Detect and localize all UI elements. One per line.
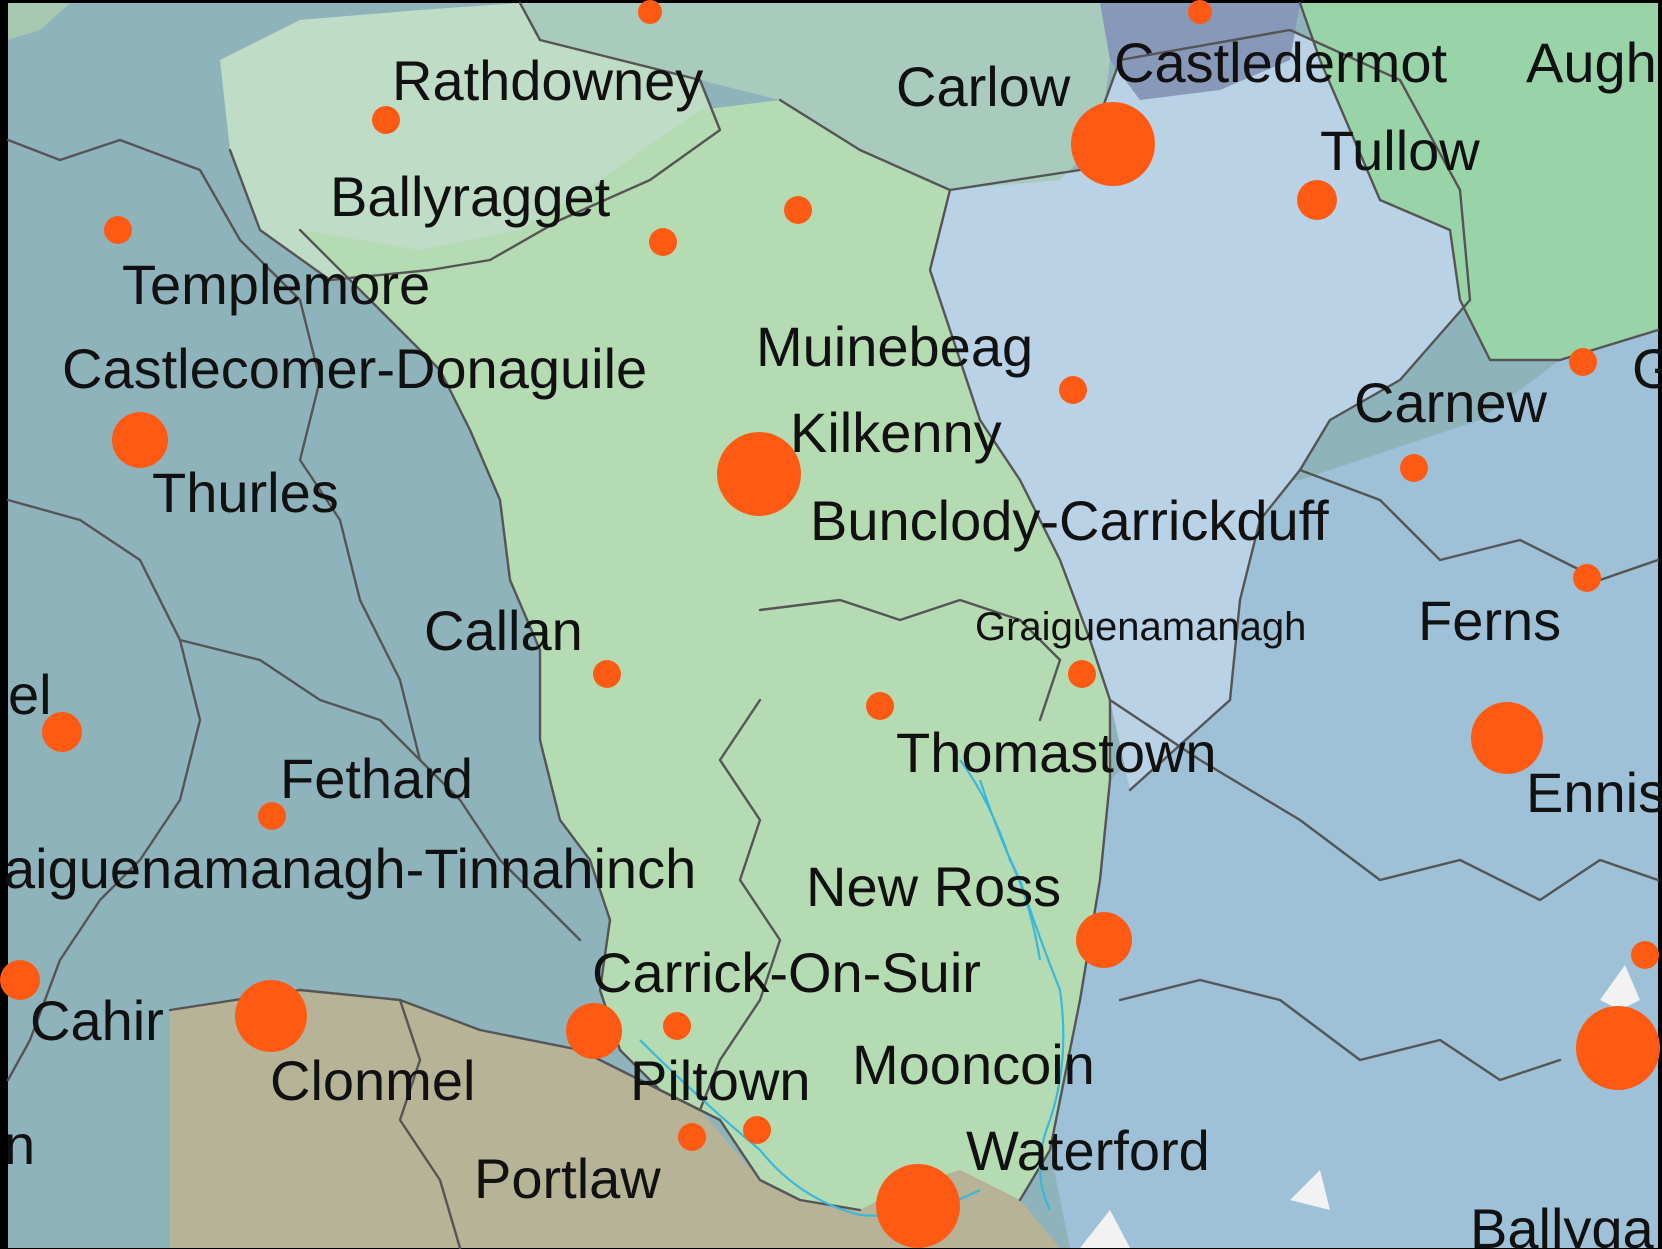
label-new-ross: New Ross <box>806 855 1061 918</box>
boundary-laois <box>228 1 722 282</box>
label-tullow: Tullow <box>1320 119 1480 182</box>
marker-thomastown[interactable] <box>866 692 894 720</box>
town-labels: Rathdowney Carlow Castledermot Augh Tull… <box>4 31 1662 1249</box>
river-nore <box>959 759 1042 961</box>
boundary-wexford-south <box>1118 978 1562 1082</box>
marker-kilkenny[interactable] <box>717 432 801 516</box>
region-wicklow <box>1300 3 1658 360</box>
marker-graiguenamanagh[interactable] <box>1068 660 1096 688</box>
label-augh: Augh <box>1526 31 1657 94</box>
label-rathdowney: Rathdowney <box>392 49 703 112</box>
marker-el[interactable] <box>42 712 82 752</box>
label-castlecomer-donaguile: Castlecomer-Donaguile <box>62 337 647 400</box>
region-wexford <box>1040 330 1658 1248</box>
boundary-lines <box>6 1 1660 1249</box>
label-waterford: Waterford <box>966 1119 1210 1182</box>
region-northwest-corner <box>8 3 70 40</box>
marker-piltown[interactable] <box>663 1012 691 1040</box>
estuary-east <box>1290 1170 1330 1210</box>
boundary-thomastown <box>758 598 1062 722</box>
label-clonmel: Clonmel <box>270 1049 475 1112</box>
marker-rathdowney[interactable] <box>372 106 400 134</box>
region-laois <box>220 3 720 280</box>
label-piltown: Piltown <box>630 1049 811 1112</box>
region-carlow-north <box>520 3 1110 190</box>
marker-clonmel[interactable] <box>235 980 307 1052</box>
boundary-waterford <box>168 988 702 1112</box>
marker-ballyragget[interactable] <box>784 196 812 224</box>
label-graiguenamanagh-tinnahinch: aiguenamanagh-Tinnahinch <box>4 837 696 900</box>
label-templemore: Templemore <box>122 253 430 316</box>
label-carrick-on-suir: Carrick-On-Suir <box>592 941 981 1004</box>
label-el: el <box>8 663 52 726</box>
boundary-wexford-north <box>1298 468 1660 582</box>
marker-wexford[interactable] <box>1576 1006 1660 1090</box>
marker-waterford[interactable] <box>876 1164 960 1248</box>
label-carlow: Carlow <box>896 55 1071 118</box>
estuary-waterford <box>1080 1210 1130 1248</box>
marker-fethard[interactable] <box>258 802 286 830</box>
boundary-tipperary-west <box>6 498 202 1082</box>
marker-tullow[interactable] <box>1297 180 1337 220</box>
label-bunclody-carrickduff: Bunclody-Carrickduff <box>810 489 1329 552</box>
boundary-wexford-mid <box>1108 698 1660 902</box>
marker-new-ross[interactable] <box>1076 912 1132 968</box>
marker-portlaw[interactable] <box>678 1123 706 1151</box>
label-n-edge: n <box>4 1113 35 1176</box>
region-waterford <box>170 990 1060 1248</box>
marker-west-edge[interactable] <box>0 960 40 1000</box>
label-ferns: Ferns <box>1418 589 1561 652</box>
boundary-inner-south <box>698 698 782 1112</box>
marker-ferns[interactable] <box>1573 564 1601 592</box>
label-ennis: Ennis <box>1526 761 1662 824</box>
boundary-portlaw <box>398 998 462 1249</box>
label-cahir: Cahir <box>30 989 164 1052</box>
label-ballyga: Ballyga <box>1470 1197 1655 1249</box>
estuary-wexford <box>1600 965 1640 1010</box>
region-kildare <box>1100 3 1300 100</box>
label-carnew: Carnew <box>1354 371 1548 434</box>
marker-castlecomer[interactable] <box>649 228 677 256</box>
marker-top-2[interactable] <box>1188 0 1212 24</box>
county-regions <box>8 3 1658 1248</box>
label-kilkenny: Kilkenny <box>790 401 1002 464</box>
marker-muinebeag[interactable] <box>1059 376 1087 404</box>
marker-carlow[interactable] <box>1071 102 1155 186</box>
marker-bunclody[interactable] <box>1400 454 1428 482</box>
marker-carnew[interactable] <box>1569 348 1597 376</box>
label-ballyragget: Ballyragget <box>330 165 611 228</box>
marker-enniscorthy[interactable] <box>1471 702 1543 774</box>
boundary-kilkenny-west <box>298 228 862 1212</box>
boundary-fethard <box>178 638 422 762</box>
label-graiguenamanagh: Graiguenamanagh <box>975 605 1306 649</box>
marker-callan[interactable] <box>593 660 621 688</box>
label-castledermot: Castledermot <box>1114 31 1447 94</box>
label-g-edge: G <box>1632 337 1662 400</box>
marker-thurles[interactable] <box>112 412 168 468</box>
label-thurles: Thurles <box>152 461 339 524</box>
label-thomastown: Thomastown <box>896 721 1217 784</box>
marker-top-1[interactable] <box>638 0 662 24</box>
label-muinebeag: Muinebeag <box>756 315 1033 378</box>
boundary-tipperary-inner <box>6 138 582 942</box>
region-kilkenny <box>300 100 1110 1210</box>
label-fethard: Fethard <box>280 747 473 810</box>
marker-carrick-on-suir[interactable] <box>566 1003 622 1059</box>
region-carlow-east <box>930 30 1470 790</box>
label-mooncoin: Mooncoin <box>852 1033 1095 1096</box>
boundary-carlow <box>948 28 1472 792</box>
marker-east-edge[interactable] <box>1631 941 1659 969</box>
label-portlaw: Portlaw <box>474 1147 661 1210</box>
boundary-wicklow <box>1298 1 1660 362</box>
marker-templemore[interactable] <box>104 216 132 244</box>
label-callan: Callan <box>424 599 583 662</box>
marker-mooncoin[interactable] <box>743 1116 771 1144</box>
